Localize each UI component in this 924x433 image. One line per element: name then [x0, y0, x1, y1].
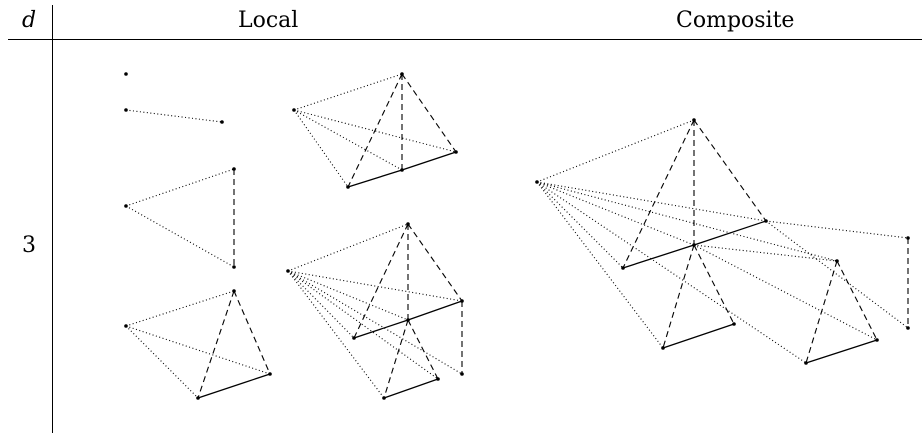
composite-graph-edge-dotted	[693, 244, 878, 341]
composite-graph-edge-solid	[693, 220, 767, 246]
local-graph-stacked-edge-dotted	[287, 270, 463, 375]
header-rule	[8, 39, 922, 40]
local-graph-dotted-edge-vertex	[220, 120, 224, 124]
composite-graph-edge-dotted	[536, 181, 695, 246]
local-graph-four-vertex-vertex	[268, 372, 272, 376]
composite-graph-edge-dotted	[765, 220, 909, 239]
local-graph-dotted-edge-vertex	[124, 108, 128, 112]
local-graph-four-vertex-edge-dashed	[233, 290, 271, 375]
composite-graph-edge-dotted	[693, 244, 838, 262]
local-graph-pyramid-vertex	[400, 168, 404, 172]
local-graph-stacked-edge-dotted	[287, 270, 463, 302]
local-graph-triangle-vertex	[124, 204, 128, 208]
composite-graph	[535, 118, 910, 365]
local-graph-pyramid-edge-solid	[347, 169, 403, 188]
composite-graph-edge-solid	[662, 323, 735, 349]
local-graph-stacked-edge-solid	[407, 300, 463, 321]
local-graph-stacked	[286, 222, 464, 400]
composite-graph-edge-dotted	[536, 181, 664, 349]
composite-graph-vertex	[804, 361, 808, 365]
dimension-header: d	[22, 8, 37, 33]
local-graph-triangle-vertex	[232, 265, 236, 269]
composite-graph-vertex	[621, 266, 625, 270]
local-graph-stacked-vertex	[436, 377, 440, 381]
column-rule	[52, 5, 53, 433]
local-graph-four-vertex-edge-dotted	[125, 325, 199, 399]
local-graph-pyramid-edge-solid	[401, 151, 457, 171]
local-graph-stacked-edge-dashed	[383, 319, 409, 399]
composite-graph-edge-dotted	[536, 181, 807, 364]
local-graph-stacked-vertex	[352, 336, 356, 340]
local-graph-single-vertex-vertex	[124, 72, 128, 76]
local-graph-stacked-edge-dashed	[407, 223, 463, 302]
local-graph-pyramid-vertex	[400, 72, 404, 76]
local-graph-pyramid-edge-dashed	[347, 73, 403, 188]
local-graph-pyramid	[292, 72, 458, 189]
composite-graph-edge-dashed	[693, 119, 767, 222]
composite-column-header: Composite	[676, 8, 795, 33]
row-label: 3	[22, 233, 36, 258]
composite-graph-vertex	[764, 219, 768, 223]
local-graph-triangle-vertex	[232, 167, 236, 171]
local-graph-triangle	[124, 167, 236, 269]
composite-graph-vertex	[661, 346, 665, 350]
local-graph-pyramid-vertex	[346, 185, 350, 189]
composite-graph-vertex	[732, 322, 736, 326]
composite-graph-edge-dotted	[536, 181, 767, 222]
local-graph-pyramid-vertex	[292, 108, 296, 112]
local-graph-pyramid-edge-dotted	[293, 109, 403, 171]
local-graph-pyramid-edge-dashed	[401, 73, 457, 153]
composite-graph-vertex	[906, 326, 910, 330]
local-graph-stacked-vertex	[382, 396, 386, 400]
local-graph-stacked-vertex	[460, 299, 464, 303]
composite-graph-vertex	[906, 236, 910, 240]
local-graph-triangle-edge-dotted	[125, 205, 235, 268]
local-graph-four-vertex	[124, 289, 272, 400]
composite-graph-vertex	[875, 338, 879, 342]
local-graph-stacked-edge-solid	[353, 319, 409, 339]
local-graph-four-vertex-edge-dotted	[125, 290, 235, 327]
local-graph-single-vertex	[124, 72, 128, 76]
composite-graph-vertex	[692, 243, 696, 247]
local-graph-stacked-vertex	[286, 269, 290, 273]
local-graph-stacked-vertex	[460, 372, 464, 376]
local-graph-four-vertex-edge-dotted	[125, 325, 271, 375]
local-graph-four-vertex-vertex	[124, 324, 128, 328]
local-graph-four-vertex-vertex	[232, 289, 236, 293]
composite-graph-edge-dashed	[836, 260, 878, 341]
local-graph-stacked-edge-dotted	[287, 270, 385, 399]
composite-graph-edge-solid	[805, 339, 878, 364]
local-graph-four-vertex-edge-dashed	[197, 290, 235, 399]
local-graph-stacked-vertex	[406, 318, 410, 322]
composite-graph-vertex	[535, 180, 539, 184]
local-graph-stacked-edge-solid	[383, 378, 439, 399]
local-column-header: Local	[238, 8, 299, 33]
local-graph-dotted-edge	[124, 108, 224, 124]
composite-graph-edge-dotted	[536, 181, 838, 262]
local-graph-pyramid-edge-dotted	[293, 73, 403, 111]
composite-graph-edge-solid	[622, 244, 695, 269]
local-graph-stacked-edge-dashed	[353, 223, 409, 339]
composite-graph-vertex	[692, 118, 696, 122]
local-graph-pyramid-vertex	[454, 150, 458, 154]
local-graph-stacked-edge-dotted	[287, 270, 409, 321]
local-graph-stacked-edge-dashed	[407, 319, 439, 380]
composite-graph-edge-dashed	[662, 244, 695, 349]
local-graph-four-vertex-vertex	[196, 396, 200, 400]
composite-graph-edge-dashed	[805, 260, 838, 364]
local-graph-pyramid-edge-dotted	[293, 109, 349, 188]
local-graph-stacked-vertex	[406, 222, 410, 226]
composite-graph-edge-dotted	[536, 119, 695, 183]
composite-graph-edge-dotted	[765, 220, 909, 329]
local-graph-stacked-edge-dotted	[287, 223, 409, 272]
local-graph-four-vertex-edge-solid	[197, 373, 271, 399]
local-graph-dotted-edge-edge-dotted	[125, 109, 223, 123]
local-graph-triangle-edge-dotted	[125, 168, 235, 207]
composite-graph-vertex	[835, 259, 839, 263]
local-graph-stacked-edge-dotted	[287, 270, 439, 380]
composite-graph-edge-dashed	[622, 119, 695, 269]
composite-graph-edge-dashed	[693, 244, 735, 325]
